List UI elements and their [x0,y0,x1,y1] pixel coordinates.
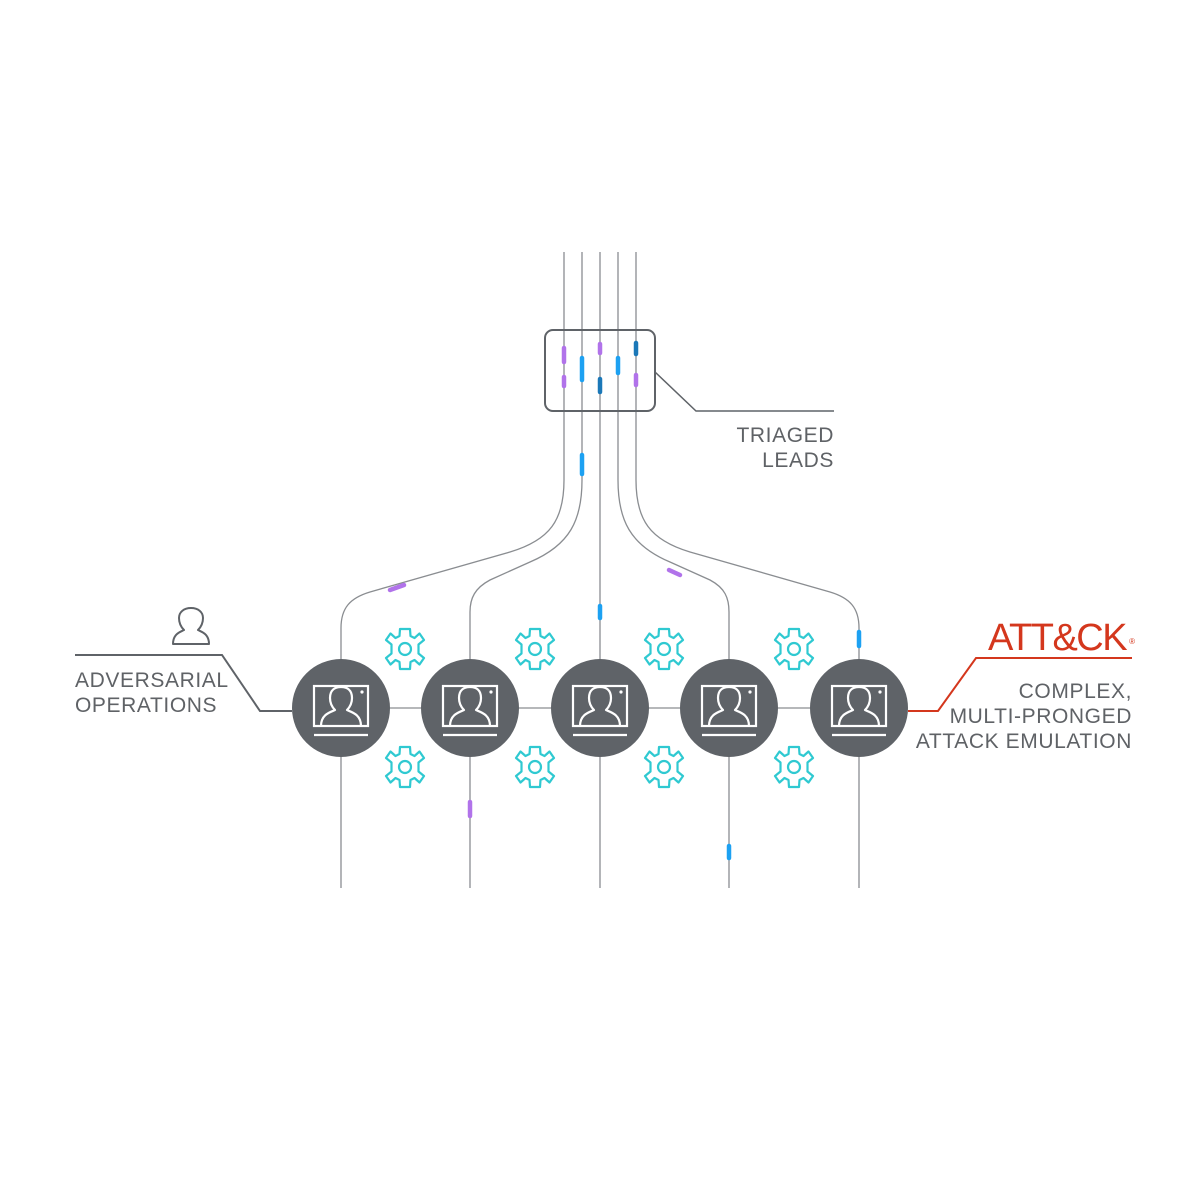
adversarial-line-2: OPERATIONS [75,694,218,717]
triaged-leads-line-2: LEADS [762,449,834,472]
triage-leader-line [654,371,834,412]
gear-icon [384,627,426,671]
registered-mark: ® [1129,637,1135,646]
gear-icon [384,745,426,789]
triaged-leads-label: TRIAGED LEADS [700,423,834,473]
adversarial-line-1: ADVERSARIAL [75,669,229,692]
attack-leader-line [908,657,1132,712]
triage-box [544,329,656,412]
analyst-node-1 [290,657,392,759]
person-icon [172,607,210,645]
lead-mark [387,582,407,593]
analyst-node-4 [678,657,780,759]
analyst-nodes [290,657,910,759]
lead-line-4 [617,252,730,888]
lead-mark [666,567,683,578]
lead-marks [387,340,862,861]
lead-line-2 [469,252,583,888]
complex-line-2: MULTI-PRONGED [949,705,1132,728]
attack-logo: ATT&CK® [988,616,1135,660]
analyst-node-3 [549,657,651,759]
attack-emulation-label: COMPLEX, MULTI-PRONGED ATTACK EMULATION [880,679,1132,754]
gear-icon [773,745,815,789]
attack-logo-text: ATT&CK [988,617,1128,659]
gear-icon [773,627,815,671]
adversarial-leader-line [75,654,292,712]
analyst-node-2 [419,657,521,759]
gear-icon [514,745,556,789]
complex-line-1: COMPLEX, [1018,680,1132,703]
gear-icon [514,627,556,671]
lead-line-5 [635,252,860,888]
lead-line-1 [340,252,565,888]
gear-icon [643,745,685,789]
complex-line-3: ATTACK EMULATION [915,730,1132,753]
triaged-leads-line-1: TRIAGED [736,424,834,447]
gear-icon [643,627,685,671]
adversarial-operations-label: ADVERSARIAL OPERATIONS [75,668,229,718]
